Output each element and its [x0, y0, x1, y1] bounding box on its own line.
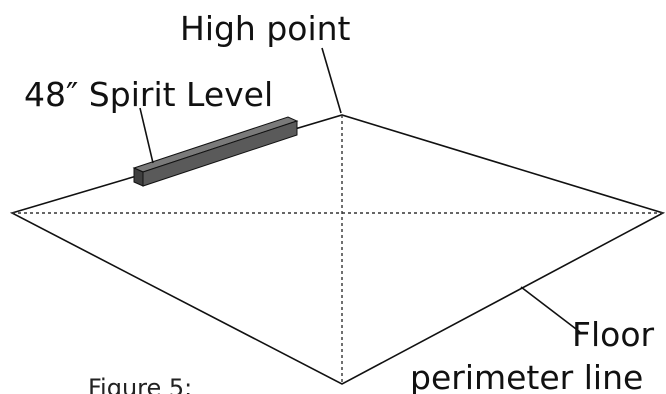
leader-floor-line — [520, 286, 581, 333]
label-floor: Floor — [572, 315, 655, 354]
spirit-level-side — [142, 120, 298, 187]
spirit-level — [132, 116, 299, 187]
leader-high-point — [321, 47, 342, 114]
label-perimeter-line: perimeter line — [410, 358, 644, 394]
spirit-level-top — [132, 116, 299, 173]
floor-perimeter — [9, 114, 666, 385]
figure-caption: Figure 5: — [88, 376, 193, 394]
label-spirit-level: 48″ Spirit Level — [24, 75, 274, 114]
leader-spirit-level — [139, 107, 154, 164]
label-high-point: High point — [180, 9, 351, 48]
